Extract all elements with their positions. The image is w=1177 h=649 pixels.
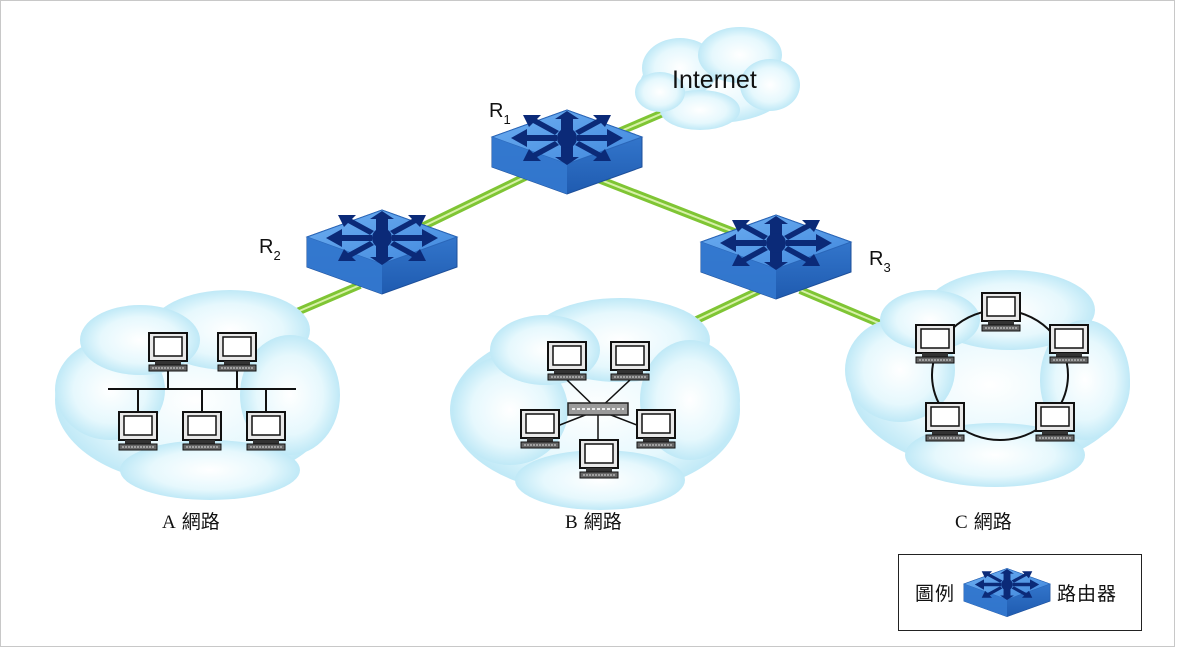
legend: 圖例 路由器 [898, 554, 1142, 631]
computer-icon [520, 409, 560, 449]
switch-icon [567, 402, 629, 416]
network-b-cloud [450, 298, 740, 510]
internet-cloud: Internet [635, 27, 800, 130]
computer-icon [148, 332, 188, 372]
computer-icon [1035, 402, 1075, 442]
computer-icon [182, 411, 222, 451]
network-c-cloud [845, 270, 1130, 487]
computer-icon [217, 332, 257, 372]
router-r3-label: R3 [869, 248, 891, 275]
computer-icon [118, 411, 158, 451]
legend-prefix: 圖例 [915, 583, 956, 605]
legend-router-label: 路由器 [1057, 583, 1118, 605]
computer-icon [610, 341, 650, 381]
computer-icon [636, 409, 676, 449]
internet-label: Internet [672, 66, 757, 94]
link-r3-network-c [798, 286, 892, 332]
bus-topology [108, 370, 296, 412]
computer-icon [981, 292, 1021, 332]
computer-icon [246, 411, 286, 451]
network-a-cloud [55, 290, 340, 500]
computer-icon [925, 402, 965, 442]
legend-router-icon [963, 568, 1051, 618]
computer-icon [547, 341, 587, 381]
computer-icon [1049, 324, 1089, 364]
computer-icon [915, 324, 955, 364]
router-r1-label: R1 [489, 100, 511, 127]
computer-icon [579, 439, 619, 479]
router-r2-label: R2 [259, 236, 281, 263]
